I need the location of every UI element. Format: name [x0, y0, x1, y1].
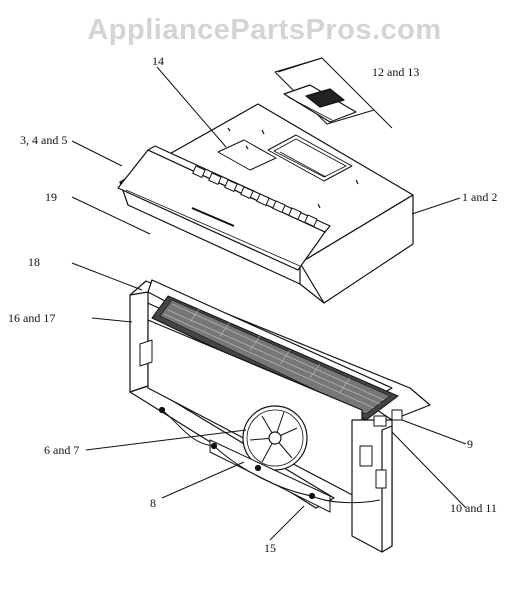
label-part-1-2: 1 and 2	[462, 190, 498, 204]
watermark-text: AppliancePartsPros.com	[87, 14, 442, 46]
label-part-3-4-5: 3, 4 and 5	[20, 133, 68, 147]
label-part-14: 14	[152, 54, 164, 68]
label-part-16-17: 16 and 17	[8, 311, 56, 325]
label-part-10-11: 10 and 11	[450, 501, 497, 515]
label-part-15: 15	[264, 541, 276, 555]
label-part-9: 9	[467, 437, 473, 451]
label-part-19: 19	[45, 190, 57, 204]
leader-lines	[71, 57, 467, 541]
label-part-12-13: 12 and 13	[372, 65, 420, 79]
label-part-6-7: 6 and 7	[44, 443, 80, 457]
label-part-18: 18	[28, 255, 40, 269]
control-panel	[117, 145, 331, 271]
hood-body	[129, 279, 431, 553]
label-part-8: 8	[150, 496, 156, 510]
